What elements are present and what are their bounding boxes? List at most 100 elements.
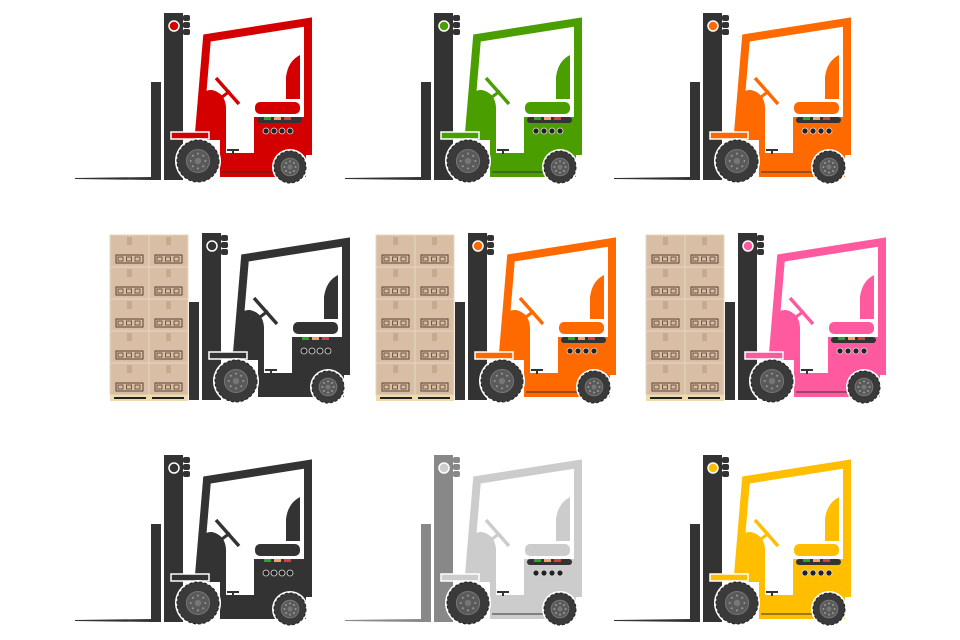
lug-nut xyxy=(863,391,865,394)
pedal-stem xyxy=(502,149,504,154)
hub xyxy=(591,384,597,390)
label-symbol-icon xyxy=(117,288,124,294)
lug-nut xyxy=(559,613,561,616)
lug-nut xyxy=(593,380,595,383)
control-button xyxy=(286,127,294,135)
front-wheel xyxy=(213,358,259,404)
label-symbol-icon xyxy=(422,288,429,294)
chassis-stripe xyxy=(260,391,314,393)
label-frame xyxy=(651,382,680,392)
lug-nut xyxy=(467,609,469,612)
label-symbol-icon xyxy=(422,256,429,262)
control-button xyxy=(566,347,574,355)
dashboard-light-green xyxy=(264,559,271,562)
seat-cushion xyxy=(559,322,604,334)
hub xyxy=(733,157,741,165)
lug-nut xyxy=(202,154,205,157)
fork-carriage xyxy=(208,351,248,360)
label-symbol-icon xyxy=(662,384,668,390)
hub xyxy=(826,164,832,170)
label-symbol-icon xyxy=(662,320,668,326)
fork-carriage xyxy=(170,131,210,140)
control-button xyxy=(548,127,556,135)
cab-frame xyxy=(195,459,312,593)
lug-nut xyxy=(292,162,295,165)
fork-carriage xyxy=(474,351,514,360)
cab-frame xyxy=(769,237,886,371)
label-symbol-icon xyxy=(653,256,660,262)
lug-nut xyxy=(327,380,329,383)
mast-tab xyxy=(453,471,460,477)
lug-nut xyxy=(227,380,230,382)
label-symbol-icon xyxy=(117,320,124,326)
lug-nut xyxy=(562,169,565,172)
lug-nut xyxy=(294,166,297,168)
lug-nut xyxy=(459,602,462,604)
lug-nut xyxy=(553,166,556,168)
pedal-stem xyxy=(270,369,272,374)
lug-nut xyxy=(506,374,509,377)
front-wheel xyxy=(749,358,795,404)
lug-nut xyxy=(474,160,477,162)
label-frame xyxy=(690,350,719,360)
dashboard-light-orange xyxy=(813,117,820,120)
rear-wheel xyxy=(576,369,612,405)
control-button xyxy=(278,569,286,577)
control-button xyxy=(540,569,548,577)
lug-nut xyxy=(776,374,779,377)
control-button xyxy=(278,127,286,135)
hub xyxy=(232,377,240,385)
dashboard-light-green xyxy=(534,117,541,120)
mast-tab xyxy=(183,471,190,477)
rear-wheel xyxy=(811,591,847,627)
label-symbol-icon xyxy=(692,384,699,390)
lug-nut xyxy=(495,374,498,377)
box-handling-label xyxy=(690,318,719,328)
lug-nut xyxy=(564,608,567,610)
rear-wheel xyxy=(272,149,308,185)
box-tape xyxy=(663,237,668,245)
pallet-of-boxes xyxy=(375,234,455,401)
lug-nut xyxy=(323,389,326,392)
box-tape xyxy=(127,237,132,245)
mast-tab xyxy=(453,457,460,463)
box-handling-label xyxy=(690,382,719,392)
box-handling-label xyxy=(154,254,183,264)
steering-wheel-icon xyxy=(252,296,279,326)
lug-nut xyxy=(831,611,834,614)
lug-nut xyxy=(559,602,561,605)
lug-nut xyxy=(771,372,773,375)
chassis-stripe xyxy=(761,171,815,173)
lug-nut xyxy=(289,602,291,605)
box-tape xyxy=(702,237,707,245)
lug-nut xyxy=(461,607,464,610)
warning-light-icon xyxy=(742,240,754,252)
lug-nut xyxy=(589,382,592,385)
lug-nut xyxy=(197,609,199,612)
seat-back xyxy=(556,55,570,99)
fork-carriage xyxy=(709,131,749,140)
seat-cushion xyxy=(293,322,338,334)
lug-nut xyxy=(330,389,333,392)
lug-nut xyxy=(765,374,768,377)
hub xyxy=(498,377,506,385)
dashboard-light-orange xyxy=(274,117,281,120)
lug-nut xyxy=(327,391,329,394)
control-button xyxy=(556,569,564,577)
front-wheel xyxy=(175,138,221,184)
lug-nut xyxy=(728,160,731,162)
box-tape xyxy=(127,269,132,277)
box-handling-label xyxy=(381,318,410,328)
rear-mast xyxy=(421,524,431,622)
label-symbol-icon xyxy=(653,288,660,294)
label-frame xyxy=(154,318,183,328)
label-frame xyxy=(381,286,410,296)
dashboard-light-red xyxy=(858,337,865,340)
lug-nut xyxy=(555,162,558,165)
mast-tab xyxy=(722,457,729,463)
lug-nut xyxy=(191,165,194,168)
mast-tab xyxy=(757,235,764,241)
box-handling-label xyxy=(115,286,144,296)
lug-nut xyxy=(555,169,558,172)
